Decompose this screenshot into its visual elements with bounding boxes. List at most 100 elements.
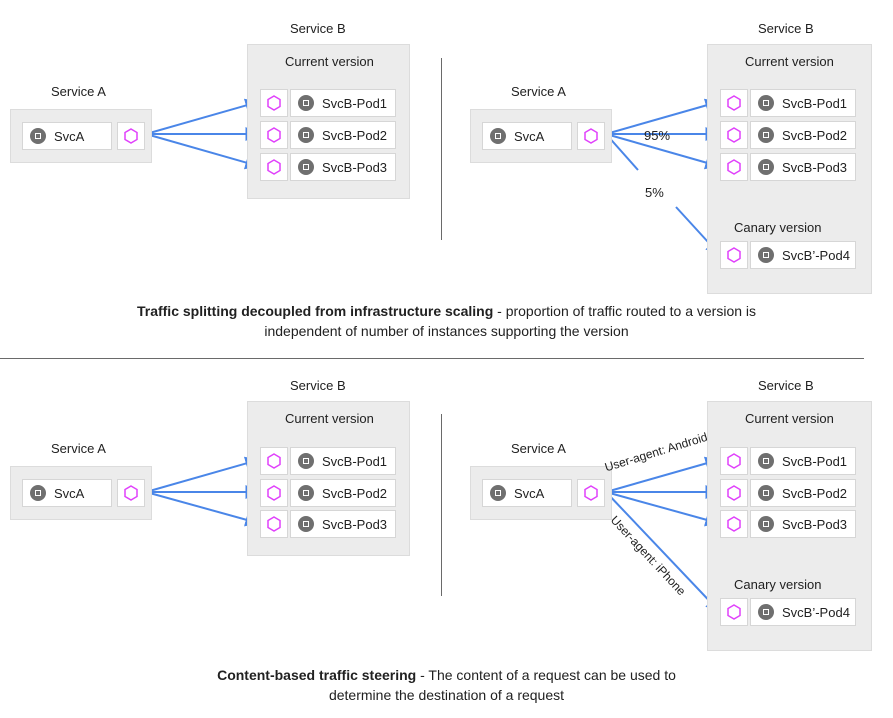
chip-icon <box>298 127 314 143</box>
current-version-title: Current version <box>745 54 834 69</box>
pod2-label: SvcB-Pod2 <box>322 485 388 501</box>
hexagon-icon <box>727 159 741 175</box>
pod3-label: SvcB-Pod3 <box>782 159 848 175</box>
hexagon-icon <box>584 485 598 501</box>
service-a-title: Service A <box>511 84 566 99</box>
pod3-proxy <box>260 510 288 538</box>
service-a-box: SvcA <box>470 109 612 163</box>
canary-version-title: Canary version <box>734 220 822 235</box>
chip-icon <box>758 453 774 469</box>
pod1-label: SvcB-Pod1 <box>782 95 848 111</box>
hexagon-icon <box>727 127 741 143</box>
arrow-a-to-pod1 <box>145 98 260 135</box>
route-label-5: 5% <box>645 185 664 200</box>
hexagon-icon <box>267 95 281 111</box>
svc-a-label: SvcA <box>514 485 545 501</box>
chip-icon <box>298 95 314 111</box>
top-caption-rest: - proportion of traffic routed to a vers… <box>493 303 757 319</box>
pod4-card: SvcB’-Pod4 <box>750 598 856 626</box>
service-b-box: Current version SvcB-Pod1 SvcB-Pod2 SvcB… <box>707 44 872 294</box>
service-b-box: Current version SvcB-Pod1 SvcB-Pod2 SvcB… <box>247 44 410 199</box>
pod4-card: SvcB’-Pod4 <box>750 241 856 269</box>
arrow-a-to-canary <box>605 491 720 613</box>
hexagon-icon <box>727 95 741 111</box>
svc-a-card: SvcA <box>22 479 112 507</box>
hexagon-icon <box>727 247 741 263</box>
current-version-title: Current version <box>285 411 374 426</box>
hexagon-icon <box>124 128 138 144</box>
top-caption: Traffic splitting decoupled from infrast… <box>20 301 873 341</box>
pod2-proxy <box>260 121 288 149</box>
hexagon-icon <box>267 453 281 469</box>
pod3-proxy <box>720 153 748 181</box>
current-version-title: Current version <box>745 411 834 426</box>
svc-a-label: SvcA <box>514 128 545 144</box>
chip-icon <box>298 516 314 532</box>
arrow-a-to-pod3 <box>145 491 260 527</box>
vertical-divider <box>441 58 442 240</box>
svc-a-card: SvcA <box>482 122 572 150</box>
pod1-label: SvcB-Pod1 <box>782 453 848 469</box>
service-b-title: Service B <box>758 378 814 393</box>
proxy-card <box>117 122 145 150</box>
pod3-card: SvcB-Pod3 <box>290 510 396 538</box>
horizontal-divider <box>0 358 864 359</box>
chip-icon <box>30 128 46 144</box>
pod2-proxy <box>720 121 748 149</box>
pod1-card: SvcB-Pod1 <box>750 89 856 117</box>
pod1-proxy <box>260 89 288 117</box>
route-label-95: 95% <box>644 128 671 143</box>
route-label-android: User-agent: Android <box>603 429 710 475</box>
pod1-proxy <box>720 89 748 117</box>
chip-icon <box>490 485 506 501</box>
hexagon-icon <box>267 485 281 501</box>
chip-icon <box>758 127 774 143</box>
hexagon-icon <box>584 128 598 144</box>
pod3-label: SvcB-Pod3 <box>322 516 388 532</box>
pod2-card: SvcB-Pod2 <box>750 121 856 149</box>
proxy-card <box>577 479 605 507</box>
svc-a-label: SvcA <box>54 128 85 144</box>
route-label-iphone: User-agent: iPhone <box>607 513 689 599</box>
service-a-title: Service A <box>51 84 106 99</box>
pod2-card: SvcB-Pod2 <box>290 479 396 507</box>
pod3-label: SvcB-Pod3 <box>322 159 388 175</box>
pod3-proxy <box>260 153 288 181</box>
pod2-label: SvcB-Pod2 <box>782 127 848 143</box>
proxy-card <box>577 122 605 150</box>
chip-icon <box>758 95 774 111</box>
pod3-card: SvcB-Pod3 <box>750 153 856 181</box>
chip-icon <box>758 247 774 263</box>
pod1-card: SvcB-Pod1 <box>290 447 396 475</box>
pod2-proxy <box>720 479 748 507</box>
pod2-card: SvcB-Pod2 <box>290 121 396 149</box>
hexagon-icon <box>727 516 741 532</box>
arrow-a-to-pod3 <box>145 133 260 170</box>
pod3-card: SvcB-Pod3 <box>290 153 396 181</box>
pod4-proxy <box>720 241 748 269</box>
pod3-proxy <box>720 510 748 538</box>
arrow-a-to-pod1 <box>145 456 260 493</box>
chip-icon <box>298 485 314 501</box>
bottom-caption-rest: - The content of a request can be used t… <box>416 667 676 683</box>
svc-a-label: SvcA <box>54 485 85 501</box>
chip-icon <box>30 485 46 501</box>
bottom-caption-line2: determine the destination of a request <box>328 687 565 703</box>
hexagon-icon <box>267 159 281 175</box>
chip-icon <box>758 485 774 501</box>
service-b-title: Service B <box>290 21 346 36</box>
service-a-box: SvcA <box>10 109 152 163</box>
svc-a-card: SvcA <box>22 122 112 150</box>
pod1-label: SvcB-Pod1 <box>322 95 388 111</box>
chip-icon <box>490 128 506 144</box>
service-b-title: Service B <box>758 21 814 36</box>
bottom-caption: Content-based traffic steering - The con… <box>20 665 873 705</box>
chip-icon <box>298 453 314 469</box>
pod2-label: SvcB-Pod2 <box>322 127 388 143</box>
service-a-title: Service A <box>511 441 566 456</box>
pod1-proxy <box>260 447 288 475</box>
pod1-label: SvcB-Pod1 <box>322 453 388 469</box>
service-b-box: Current version SvcB-Pod1 SvcB-Pod2 SvcB… <box>247 401 410 556</box>
pod2-proxy <box>260 479 288 507</box>
canary-version-title: Canary version <box>734 577 822 592</box>
